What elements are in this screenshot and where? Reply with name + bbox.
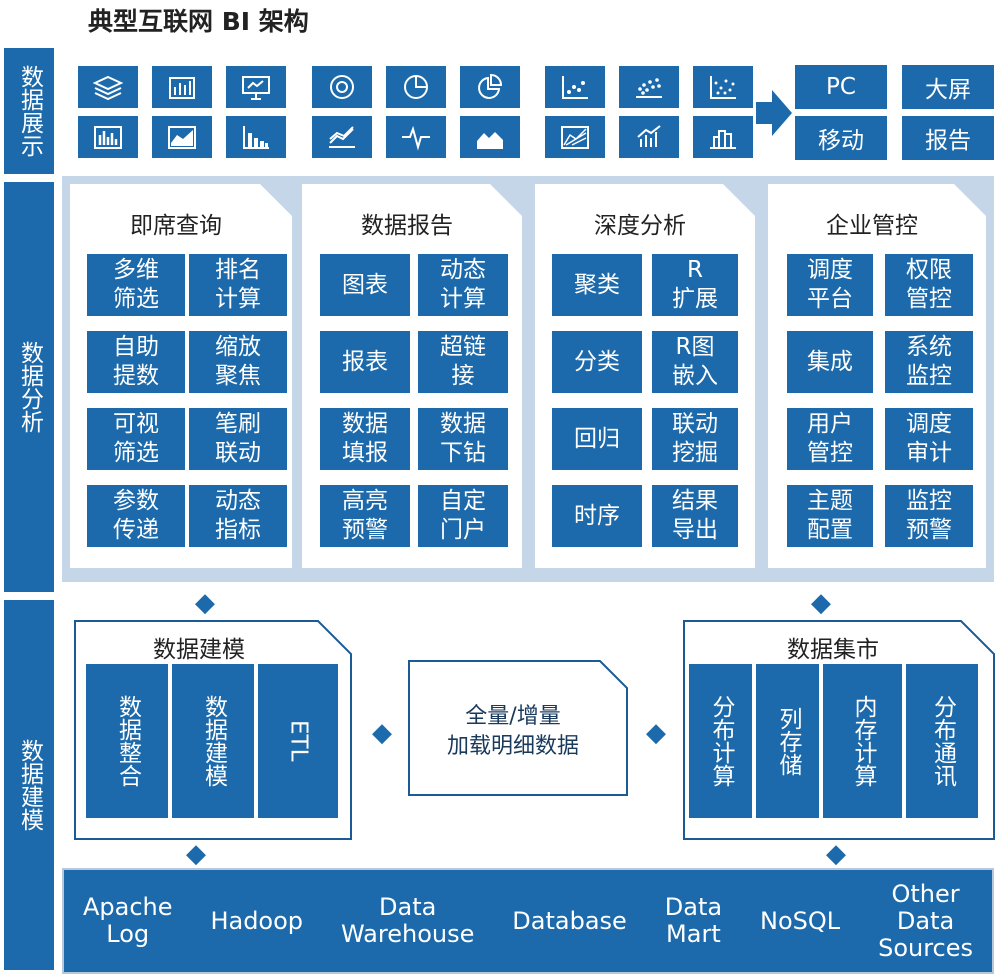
source-other: Other Data Sources: [878, 879, 974, 962]
mart-col-in-memory: 内存计算: [823, 664, 902, 818]
mart-title: 数据集市: [787, 637, 879, 663]
data-report-item: 图表: [320, 254, 410, 316]
source-data-warehouse: Data Warehouse: [340, 893, 475, 948]
modeling-title: 数据建模: [153, 637, 245, 663]
side-label-modeling: 数据建模: [4, 600, 54, 970]
adhoc-query-item: 缩放 聚焦: [189, 331, 287, 393]
enterprise-control-item: 调度 审计: [885, 408, 973, 470]
side-label-display: 数据展示: [4, 48, 54, 174]
enterprise-control-item: 权限 管控: [885, 254, 973, 316]
presentation-icon: [226, 66, 286, 108]
output-pc: PC: [795, 65, 887, 109]
step-bar-icon: [693, 116, 753, 158]
hatched-area-icon: [545, 116, 605, 158]
data-report-item: 高亮 预警: [320, 485, 410, 547]
bar-chart-icon: [226, 116, 286, 158]
side-label-analysis: 数据分析: [4, 182, 54, 592]
data-report-item: 报表: [320, 331, 410, 393]
connector-updown-left-top: ◆: [195, 588, 215, 618]
adhoc-query-item: 排名 计算: [189, 254, 287, 316]
deep-analysis-item: R 扩展: [652, 254, 738, 316]
source-apache-log: Apache Log: [82, 893, 173, 948]
source-database: Database: [512, 906, 627, 935]
connector-leftright-left: ◆: [372, 718, 392, 748]
data-report-item: 超链 接: [418, 331, 508, 393]
data-report-item: 自定 门户: [418, 485, 508, 547]
enterprise-control-title: 企业管控: [826, 213, 918, 239]
mart-col-column-storage: 列存储: [756, 664, 819, 818]
deep-analysis-item: 联动 挖掘: [652, 408, 738, 470]
adhoc-query-item: 动态 指标: [189, 485, 287, 547]
center-box-text: 全量/增量 加载明细数据: [408, 702, 618, 762]
enterprise-control-item: 主题 配置: [787, 485, 873, 547]
connector-updown-right-top: ◆: [811, 588, 831, 618]
source-nosql: NoSQL: [760, 906, 841, 935]
modeling-col-integration: 数据整合: [86, 664, 168, 818]
source-data-mart: Data Mart: [664, 893, 723, 948]
modeling-col-etl: ETL: [258, 664, 338, 818]
data-report-item: 数据 下钻: [418, 408, 508, 470]
data-sources-bar: Apache Log Hadoop Data Warehouse Databas…: [62, 868, 994, 974]
enterprise-control-item: 系统 监控: [885, 331, 973, 393]
enterprise-control-item: 调度 平台: [787, 254, 873, 316]
pie-icon: [386, 66, 446, 108]
center-box-outline: [408, 660, 628, 796]
deep-analysis-item: 时序: [552, 485, 642, 547]
output-big-screen: 大屏: [902, 65, 994, 109]
multi-line-icon: [312, 116, 372, 158]
pie-slice-icon: [460, 66, 520, 108]
modeling-col-modeling: 数据建模: [172, 664, 254, 818]
adhoc-query-item: 可视 筛选: [87, 408, 185, 470]
page-title: 典型互联网 BI 架构: [88, 7, 309, 36]
donut-icon: [312, 66, 372, 108]
deep-analysis-item: 分类: [552, 331, 642, 393]
bar-outline-icon: [152, 66, 212, 108]
enterprise-control-item: 监控 预警: [885, 485, 973, 547]
connector-leftright-right: ◆: [646, 718, 666, 748]
data-report-title: 数据报告: [361, 213, 453, 239]
deep-analysis-item: 回归: [552, 408, 642, 470]
deep-analysis-title: 深度分析: [594, 213, 686, 239]
connector-updown-right-bottom: ◆: [826, 839, 846, 869]
output-mobile: 移动: [795, 116, 887, 160]
data-report-item: 动态 计算: [418, 254, 508, 316]
pulse-line-icon: [386, 116, 446, 158]
adhoc-query-item: 参数 传递: [87, 485, 185, 547]
scatter-icon: [545, 66, 605, 108]
column-chart-icon: [78, 116, 138, 158]
adhoc-query-item: 自助 提数: [87, 331, 185, 393]
area-line-icon: [152, 116, 212, 158]
deep-analysis-item: 聚类: [552, 254, 642, 316]
enterprise-control-item: 用户 管控: [787, 408, 873, 470]
deep-analysis-item: R图 嵌入: [652, 331, 738, 393]
connector-updown-left-bottom: ◆: [186, 839, 206, 869]
mart-col-distributed-comm: 分布通讯: [906, 664, 978, 818]
area-chart-icon: [460, 116, 520, 158]
center-box-line1: 全量/增量: [465, 704, 561, 729]
layers-icon: [78, 66, 138, 108]
adhoc-query-item: 笔刷 联动: [189, 408, 287, 470]
adhoc-query-item: 多维 筛选: [87, 254, 185, 316]
right-arrow-icon: [756, 90, 792, 136]
data-report-item: 数据 填报: [320, 408, 410, 470]
scatter-dots-icon: [619, 66, 679, 108]
enterprise-control-item: 集成: [787, 331, 873, 393]
center-box-line2: 加载明细数据: [446, 734, 579, 759]
trend-bars-icon: [619, 116, 679, 158]
scatter-grid-icon: [693, 66, 753, 108]
mart-col-distributed-compute: 分布计算: [689, 664, 752, 818]
source-hadoop: Hadoop: [210, 906, 304, 935]
deep-analysis-item: 结果 导出: [652, 485, 738, 547]
adhoc-query-title: 即席查询: [130, 213, 222, 239]
output-report: 报告: [902, 116, 994, 160]
